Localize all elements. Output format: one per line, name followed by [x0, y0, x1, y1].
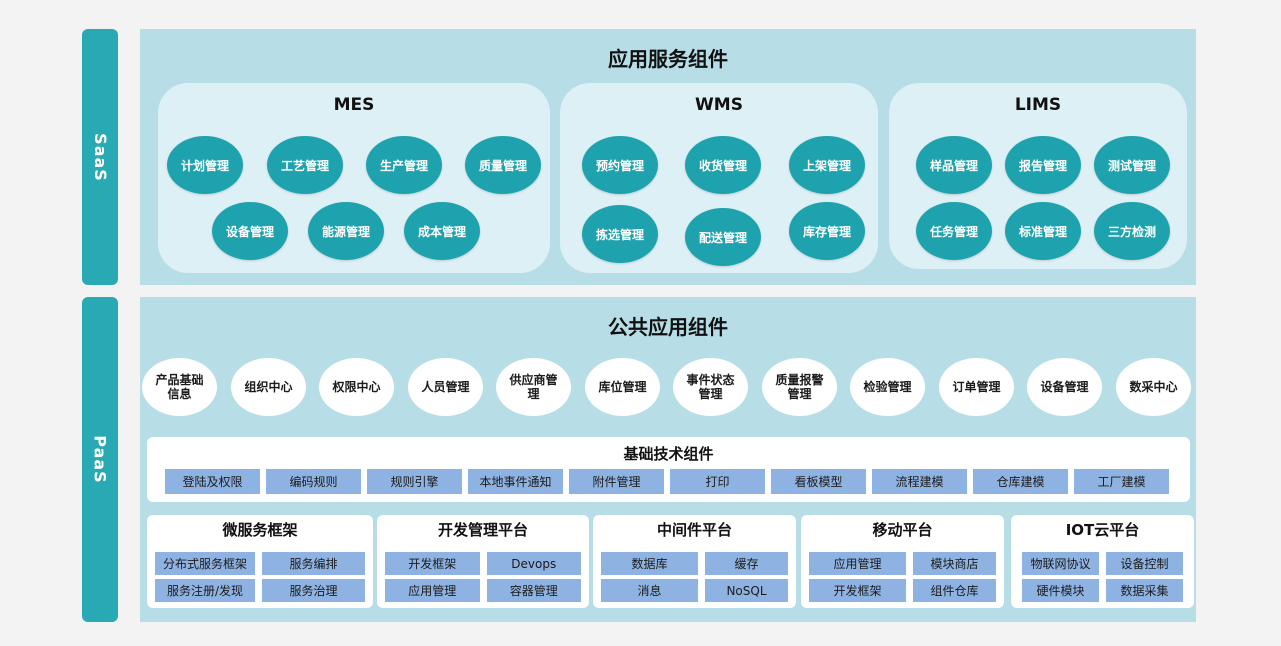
wms-item: 预约管理 — [582, 136, 658, 194]
basic-tech-item: 工厂建模 — [1074, 469, 1169, 494]
platform-item: 服务治理 — [262, 579, 365, 602]
lims-item: 三方检测 — [1094, 202, 1170, 260]
basic-tech-item: 本地事件通知 — [468, 469, 563, 494]
mes-item: 能源管理 — [308, 202, 384, 260]
mes-item: 工艺管理 — [267, 136, 343, 194]
basic-tech-item: 规则引擎 — [367, 469, 462, 494]
lims-item: 报告管理 — [1005, 136, 1081, 194]
platform-item: 数据库 — [601, 552, 698, 575]
platform-item: 硬件模块 — [1022, 579, 1099, 602]
platform-item: 分布式服务框架 — [155, 552, 255, 575]
basic-tech-box: 基础技术组件 登陆及权限 编码规则 规则引擎 本地事件通知 附件管理 打印 看板… — [147, 437, 1190, 502]
platform-grid: 开发框架 Devops 应用管理 容器管理 — [385, 552, 581, 602]
basic-tech-row: 登陆及权限 编码规则 规则引擎 本地事件通知 附件管理 打印 看板模型 流程建模… — [165, 469, 1169, 494]
basic-tech-item: 打印 — [670, 469, 765, 494]
platform-devmanagement: 开发管理平台 开发框架 Devops 应用管理 容器管理 — [377, 515, 589, 608]
platform-item: 应用管理 — [809, 552, 906, 575]
wms-item: 配送管理 — [685, 208, 761, 266]
mes-title: MES — [333, 95, 375, 115]
saas-panel: 应用服务组件 MES 计划管理 工艺管理 生产管理 质量管理 设备管理 能源管理… — [140, 29, 1196, 285]
basic-tech-item: 看板模型 — [771, 469, 866, 494]
mes-item: 质量管理 — [465, 136, 541, 194]
mes-box: MES 计划管理 工艺管理 生产管理 质量管理 设备管理 能源管理 成本管理 — [158, 83, 550, 273]
platform-mobile: 移动平台 应用管理 模块商店 开发框架 组件仓库 — [801, 515, 1004, 608]
lims-item: 任务管理 — [916, 202, 992, 260]
common-component: 库位管理 — [585, 358, 660, 416]
saas-side-label: SaaS — [82, 29, 118, 285]
wms-item: 收货管理 — [685, 136, 761, 194]
platform-item: 服务编排 — [262, 552, 365, 575]
common-component: 检验管理 — [850, 358, 925, 416]
platform-title: 移动平台 — [872, 521, 933, 539]
wms-item: 拣选管理 — [582, 205, 658, 263]
platform-item: 缓存 — [705, 552, 788, 575]
platform-grid: 应用管理 模块商店 开发框架 组件仓库 — [809, 552, 996, 602]
platform-grid: 数据库 缓存 消息 NoSQL — [601, 552, 788, 602]
basic-tech-item: 流程建模 — [872, 469, 967, 494]
mes-item: 成本管理 — [404, 202, 480, 260]
platform-item: Devops — [486, 552, 581, 575]
basic-tech-title: 基础技术组件 — [623, 445, 714, 463]
platform-title: 中间件平台 — [656, 521, 732, 539]
lims-box: LIMS 样品管理 报告管理 测试管理 任务管理 标准管理 三方检测 — [889, 83, 1187, 269]
wms-item: 库存管理 — [789, 202, 865, 260]
platform-grid: 分布式服务框架 服务编排 服务注册/发现 服务治理 — [155, 552, 365, 602]
wms-box: WMS 预约管理 收货管理 上架管理 拣选管理 配送管理 库存管理 — [560, 83, 878, 273]
paas-label: PaaS — [90, 435, 110, 484]
saas-title: 应用服务组件 — [608, 47, 728, 71]
platform-middleware: 中间件平台 数据库 缓存 消息 NoSQL — [593, 515, 796, 608]
platform-title: 开发管理平台 — [437, 521, 528, 539]
platform-item: 应用管理 — [385, 579, 480, 602]
common-component: 组织中心 — [231, 358, 306, 416]
platform-item: 数据采集 — [1106, 579, 1183, 602]
wms-title: WMS — [695, 95, 743, 115]
basic-tech-item: 编码规则 — [266, 469, 361, 494]
platform-microservice: 微服务框架 分布式服务框架 服务编排 服务注册/发现 服务治理 — [147, 515, 373, 608]
platform-item: 容器管理 — [486, 579, 581, 602]
paas-title: 公共应用组件 — [608, 315, 728, 339]
lims-title: LIMS — [1014, 95, 1062, 115]
mes-item: 生产管理 — [366, 136, 442, 194]
platform-item: 组件仓库 — [913, 579, 996, 602]
platform-item: 消息 — [601, 579, 698, 602]
platform-item: NoSQL — [705, 579, 788, 602]
wms-item: 上架管理 — [789, 136, 865, 194]
lims-item: 样品管理 — [916, 136, 992, 194]
platform-item: 开发框架 — [385, 552, 480, 575]
platform-iot: IOT云平台 物联网协议 设备控制 硬件模块 数据采集 — [1011, 515, 1194, 608]
common-component: 订单管理 — [939, 358, 1014, 416]
common-component: 产品基础信息 — [142, 358, 217, 416]
platform-title: 微服务框架 — [222, 521, 298, 539]
common-component: 人员管理 — [408, 358, 483, 416]
mes-item: 设备管理 — [212, 202, 288, 260]
basic-tech-item: 登陆及权限 — [165, 469, 260, 494]
platform-grid: 物联网协议 设备控制 硬件模块 数据采集 — [1022, 552, 1183, 602]
basic-tech-item: 仓库建模 — [973, 469, 1068, 494]
common-component: 质量报警管理 — [762, 358, 837, 416]
saas-label: SaaS — [90, 132, 110, 182]
platform-item: 开发框架 — [809, 579, 906, 602]
lims-item: 测试管理 — [1094, 136, 1170, 194]
platform-item: 物联网协议 — [1022, 552, 1099, 575]
common-component: 供应商管理 — [496, 358, 571, 416]
common-component: 设备管理 — [1027, 358, 1102, 416]
common-component: 权限中心 — [319, 358, 394, 416]
mes-item: 计划管理 — [167, 136, 243, 194]
platform-title: IOT云平台 — [1065, 521, 1140, 539]
paas-side-label: PaaS — [82, 297, 118, 622]
common-component: 数采中心 — [1116, 358, 1191, 416]
platform-item: 设备控制 — [1106, 552, 1183, 575]
common-component: 事件状态管理 — [673, 358, 748, 416]
basic-tech-item: 附件管理 — [569, 469, 664, 494]
platform-item: 服务注册/发现 — [155, 579, 255, 602]
lims-item: 标准管理 — [1005, 202, 1081, 260]
platform-item: 模块商店 — [913, 552, 996, 575]
